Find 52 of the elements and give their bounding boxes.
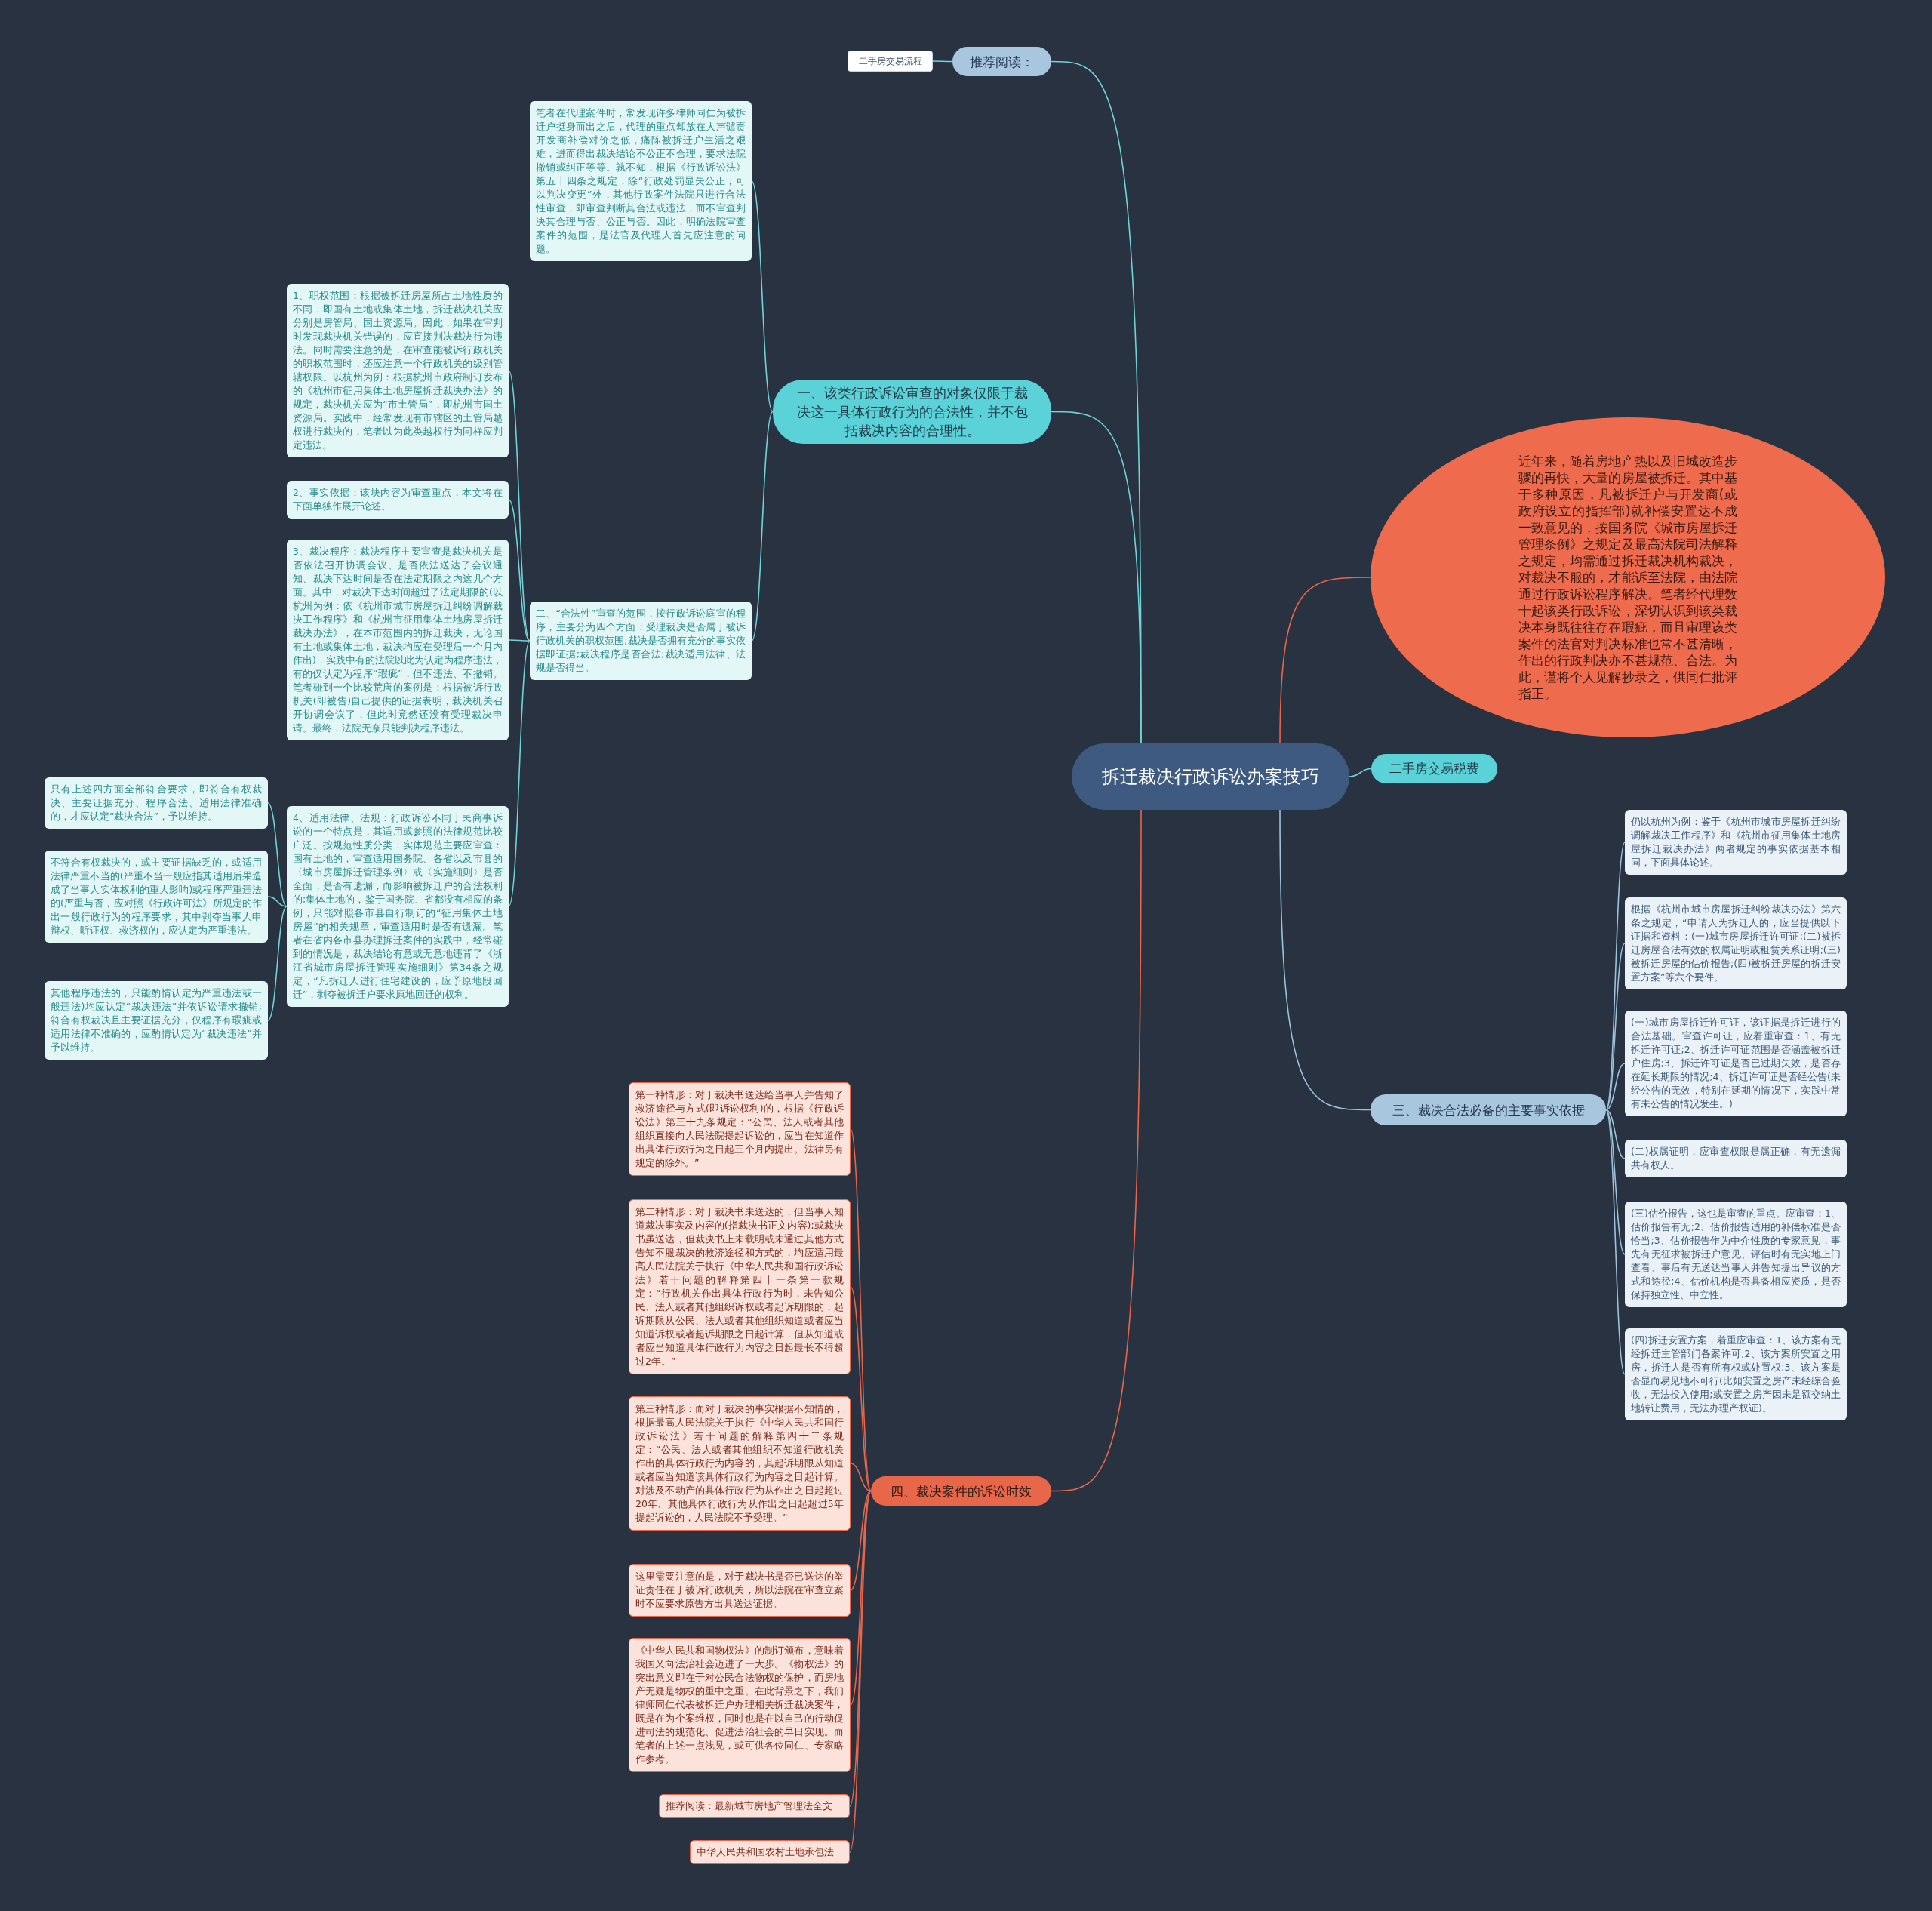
note-card: 其他程序违法的，只能酌情认定为严重违法或一般违法)均应认定“裁决违法”并依诉讼请求撤销;符合有权裁决且主要证据充分，仅程序有瑕疵或适用法律不准确的，应酌情认定为“裁决违法”并予以维持。 [45,981,268,1060]
note-card: (二)权属证明，应审查权限是属正确，有无遗漏共有权人。 [1625,1140,1847,1177]
connector-line [267,896,288,907]
note-card: 笔者在代理案件时，常发现许多律师同仁为被拆迁户挺身而出之后，代理的重点却放在大声谴责开发商补偿对价之低，痛陈被拆迁户生活之艰难，进而得出裁决结论不公正不合理，要求法院撤销或纠正等等。孰不知，根据《行政诉讼法》第五十四条之规定，除“行政处罚显失公正，可以判决变更”外，其他行政案件法院只进行合法性审查，即审查判断其合法或违法，而不审查判决其合理与否、公正与否。因此，明确法院审查案件的范围，是法官及代理人首先应注意的问题。 [530,101,752,261]
connector-line [1605,1063,1626,1111]
note-card: (三)估价报告，这也是审查的重点。应审查：1、估价报告有无;2、估价报告适用的补偿标准是否恰当;3、估价报告作为中介性质的专家意见，事先有无征求被拆迁户意见、评估时有无实地上门查看、事后有无送达当事人并告知提出异议的方式和途径;4、估价机构是否具备相应资质，是否保持独立性、中立性。 [1625,1202,1847,1307]
branch-topic: 推荐阅读： [952,47,1051,76]
connector-line [1279,809,1371,1111]
note-card: 不符合有权裁决的，或主要证据缺乏的，或适用法律严重不当的(严重不当一般应指其适用后果造成了当事人实体权利的重大影响)或程序严重违法的(严重与否，应对照《行政许可法》所规定的作出一般行政行为的程序要求，其中剥夺当事人申辩权、听证权、救济权的，应认定为严重违法。 [45,851,268,943]
connector-line [751,411,774,642]
connector-line [508,499,531,642]
note-card: 根据《杭州市城市房屋拆迁纠纷裁决办法》第六条之规定，“申请人为拆迁人的，应当提供以下证据和资料：(一)城市房屋拆迁许可证;(二)被拆迁房屋合法有效的权属证明或租赁关系证明;(三)被拆迁房屋的估价报告;(四)被拆迁房屋的拆迁安置方案”等六个要件。 [1625,897,1847,989]
note-card: 2、事实依据：该块内容为审查重点，本文将在下面单独作展开论述。 [287,481,509,519]
central-topic: 拆迁裁决行政诉讼办案技巧 [1072,743,1349,810]
note-card: 只有上述四方面全部符合要求，即符合有权裁决、主要证据充分、程序合法、适用法律准确的，才应认定“裁决合法”，予以维持。 [45,777,268,829]
link-tag: 推荐阅读：最新城市房地产管理法全文 [659,1794,850,1818]
note-card: (四)拆迁安置方案，着重应审查：1、该方案有无经拆迁主管部门备案许可;2、该方案所安置之用房，拆迁人是否有所有权或处置权;3、该方案是否显而易见地不可行(比如安置之房产未经综合验收，无法投入使用;或安置之房产因未足额交纳土地转让费用，无法办理产权证)。 [1625,1328,1847,1420]
connector-line [850,1490,872,1591]
connector-line [850,1286,872,1492]
note-card: 这里需要注意的是，对于裁决书是否已送达的举证责任在于被诉行政机关，所以法院在审查立案时不应要求原告方出具送达证据。 [629,1564,851,1617]
connector-line [1605,1109,1626,1159]
connector-line [267,906,288,1021]
connector-line [1605,1109,1626,1255]
note-card: 《中华人民共和国物权法》的制订颁布，意味着我国又向法治社会迈进了一大步。《物权法》的突出意义即在于对公民合法物权的保护，而房地产无疑是物权的重中之重。在此背景之下，我们律师同仁代表被拆迁户办理相关拆迁裁决案件，既是在为个案维权，同时也是在以自己的行动促进司法的规范化、促进法治社会的早日实现。而笔者的上述一点浅见，或可供各位同仁、专家略作参考。 [629,1638,851,1772]
connector-line [1051,411,1142,744]
connector-line [508,370,531,642]
connector-line [1051,809,1142,1492]
note-card: 第一种情形：对于裁决书送达给当事人并告知了救济途径与方式(即诉讼权利)的，根据《行政诉讼法》第三十九条规定：“公民、法人或者其他组织直接向人民法院提起诉讼的，应当在知道作出具体行政行为之日起三个月内提出。法律另有规定的除外。” [629,1082,851,1176]
note-card: 4、适用法律、法规：行政诉讼不同于民商事诉讼的一个特点是，其适用或参照的法律规范比较广泛。按规范性质分类，实体规范主要应审查：国有土地的，审查适用国务院、各省以及市县的〈城市房屋拆迁管理条例〉或〈实施细则〉是否全面，是否有遗漏，而影响被拆迁户的合法权利的;集体土地的，鉴于国务院、省都没有相应的条例，只能对照各市县自行制订的“征用集体土地房屋”的相关规章，审查适用时是否有遗漏。笔者在省内各市县办理拆迁案件的实践中，经常碰到的情况是，裁决结论有意或无意地违背了《浙江省城市房屋拆迁管理实施细则》第34条之规定，“凡拆迁人进行住宅建设的，应予原地段回迁”，剥夺被拆迁户要求原地回迁的权利。 [287,806,509,1007]
link-tag: 中华人民共和国农村土地承包法 [690,1840,850,1864]
connector-line [1605,943,1626,1111]
connector-line [932,60,953,63]
connector-line [1279,577,1371,744]
branch-topic: 四、裁决案件的诉讼时效 [871,1476,1051,1506]
note-card: 3、裁决程序：裁决程序主要审查是裁决机关是否依法召开协调会议、是否依法送达了会议通知、裁决下达时间是否在法定期限之内这几个方面。其中，对裁决下达时间超过了法定期限的(以杭州为例：依《杭州市城市房屋拆迁纠纷调解裁决工作程序》和《杭州市征用集体土地房屋拆迁裁决办法》，在本市范围内的拆迁裁决，无论国有土地或集体土地，裁决均应在受理后一个月内作出)，实践中有的法院以此为认定为程序违法，有的仅认定为程序“瑕疵”，但不违法、不撤销。笔者碰到一个比较荒唐的案例是：根据被诉行政机关(即被告)自己提供的证据表明，裁决机关召开协调会议了，但此时竟然还没有受理裁决申请。最终，法院无奈只能判决程序违法。 [287,540,509,740]
connector-line [751,180,774,413]
note-card: 二、“合法性”审查的范围，按行政诉讼庭审的程序，主要分为四个方面：受理裁决是否属于被诉行政机关的职权范围;裁决是否拥有充分的事实依据即证据;裁决程序是否合法;裁决适用法律、法规是否得当。 [530,602,752,680]
note-card: 1、职权范围：根据被拆迁房屋所占土地性质的不同，即国有土地或集体土地，拆迁裁决机关应分别是房管局、国土资源局。因此，如果在审判时发现裁决机关错误的，应直接判决裁决行为违法。同时需要注意的是，在审查能被诉行政机关的职权范围时，还应注意一个行政机关的级别管辖权限。以杭州为例：根据杭州市政府制订发布的《杭州市征用集体土地房屋拆迁裁决办法》的规定，裁决机关应为“市土管局”，即杭州市国土资源局。实践中，经常发现有市辖区的土管局越权进行裁决的，笔者以为此类越权行为同样应判定违法。 [287,284,509,457]
connector-line [1605,1109,1626,1375]
link-tag: 二手房交易流程 [848,51,933,72]
connector-line [508,639,531,642]
note-card: 第三种情形：而对于裁决的事实根据不知情的，根据最高人民法院关于执行《中华人民共和国行政诉讼法》若干问题的解释第四十二条规定：“公民、法人或者其他组织不知道行政机关作出的具体行政行为内容的，其起诉期限从知道或者应当知道该具体行政行为内容之日起计算。对涉及不动产的具体行政行为从作出之日起超过20年、其他具体行政行为从作出之日起超过5年提起诉讼的，人民法院不予受理。” [629,1396,851,1531]
connector-line [267,802,288,907]
branch-topic: 三、裁决合法必备的主要事实依据 [1371,1094,1606,1125]
note-card: 仍以杭州为例：鉴于《杭州市城市房屋拆迁纠纷调解裁决工作程序》和《杭州市征用集体土地房屋拆迁裁决办法》两者规定的事实依据基本相同，下面具体论述。 [1625,810,1847,875]
connector-line [508,640,531,907]
connector-line [1349,768,1372,777]
intro-ellipse: 近年来，随着房地产热以及旧城改造步骤的再快，大量的房屋被拆迁。其中基于多种原因，凡被拆迁户与开发商(或政府设立的指挥部)就补偿安置达不成一致意见的，按国务院《城市房屋拆迁管理条例》之规定及最高法院司法解释之规定，均需通过拆迁裁决机构裁决，对裁决不服的，才能诉至法院，由法院通过行政诉讼程序解决。笔者经代理数十起该类行政诉讼，深切认识到该类裁决本身既往往存在瑕疵，而且审理该类案件的法官对判决标准也常不甚清晰，作出的行政判决亦不甚规范、合法。为此，谨将个人见解抄录之，供同仁批评指正。 [1371,417,1885,737]
branch-topic: 一、该类行政诉讼审查的对象仅限于裁决这一具体行政行为的合法性，并不包括裁决内容的合理性。 [773,380,1051,444]
connector-line [850,1463,872,1492]
note-card: (一)城市房屋拆迁许可证，该证据是拆迁进行的合法基础。审查许可证，应着重审查：1、有无拆迁许可证;2、拆迁许可证范围是否涵盖被拆迁户住房;3、拆迁许可证是否已过期失效，是否存在延长期限的情况;4、拆迁许可证是否经公告(未经公告的无效，特别在延期的情况下，实践中常有未公告的情况发生。) [1625,1011,1847,1116]
note-card: 第二种情形：对于裁决书未送达的，但当事人知道裁决事实及内容的(指裁决书正文内容);或裁决书虽送达，但裁决书上未载明或未通过其他方式告知不服裁决的救济途径和方式的，均应适用最高人民法院关于执行《中华人民共和国行政诉讼法》若干问题的解释第四十一条第一款规定：“行政机关作出具体行政行为时，未告知公民、法人或者其他组织诉权或者起诉期限的，起诉期限从公民、法人或者其他组织知道或者应当知道诉权或者起诉期限之日起计算，但从知道或者应当知道具体行政行为内容之日起最长不得超过2年。” [629,1199,851,1374]
